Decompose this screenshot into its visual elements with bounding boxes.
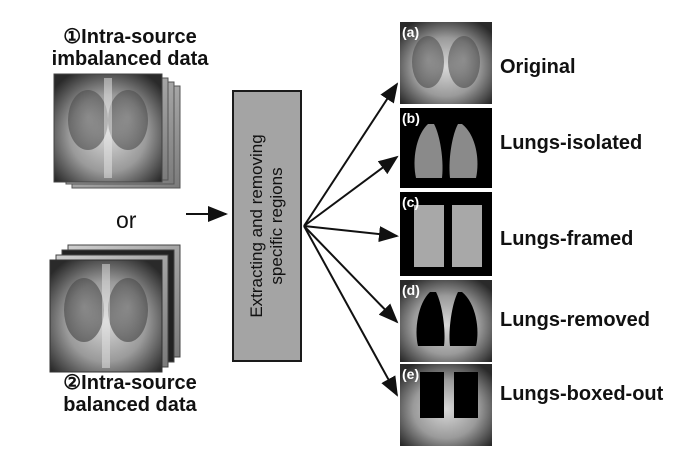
label-lungs-framed: Lungs-framed [500,228,634,250]
or-text: or [116,207,137,233]
tag-d: (d) [402,282,420,298]
xray-lungs-removed [400,280,492,362]
arrow-to-lungs-framed [303,225,399,243]
balanced-source-label: ②Intra-source balanced data [20,372,240,416]
arrow-to-lungs-isolated [303,155,399,227]
xray-original [400,22,492,104]
imbalanced-line1: ①Intra-source [63,26,197,48]
arrow-to-lungs-boxed-out [303,225,398,397]
balanced-line2: balanced data [63,394,197,416]
output-arrows [303,82,399,397]
xray-lungs-boxed-out [400,364,492,446]
imbalanced-xray-stack [53,73,181,189]
process-box: Extracting and removing specific regions [232,90,302,362]
xray-lungs-framed [400,192,492,276]
arrow-to-lungs-removed [303,225,399,324]
tag-b: (b) [402,110,420,126]
label-lungs-isolated: Lungs-isolated [500,132,643,154]
label-lungs-removed: Lungs-removed [500,309,651,331]
label-lungs-boxed-out: Lungs-boxed-out [500,383,664,405]
balanced-xray-stack [49,244,181,373]
label-original: Original [500,56,576,78]
process-line2: specific regions [267,167,286,285]
balanced-line1: ②Intra-source [63,372,197,394]
arrow-to-original [303,82,399,227]
xray-lungs-isolated [400,108,492,188]
imbalanced-source-label: ①Intra-source imbalanced data [20,26,240,70]
tag-a: (a) [402,24,420,40]
process-box-text: Extracting and removing specific regions [247,134,287,317]
tag-c: (c) [402,194,420,210]
imbalanced-line2: imbalanced data [51,48,209,70]
process-line1: Extracting and removing [247,134,266,318]
tag-e: (e) [402,366,420,382]
